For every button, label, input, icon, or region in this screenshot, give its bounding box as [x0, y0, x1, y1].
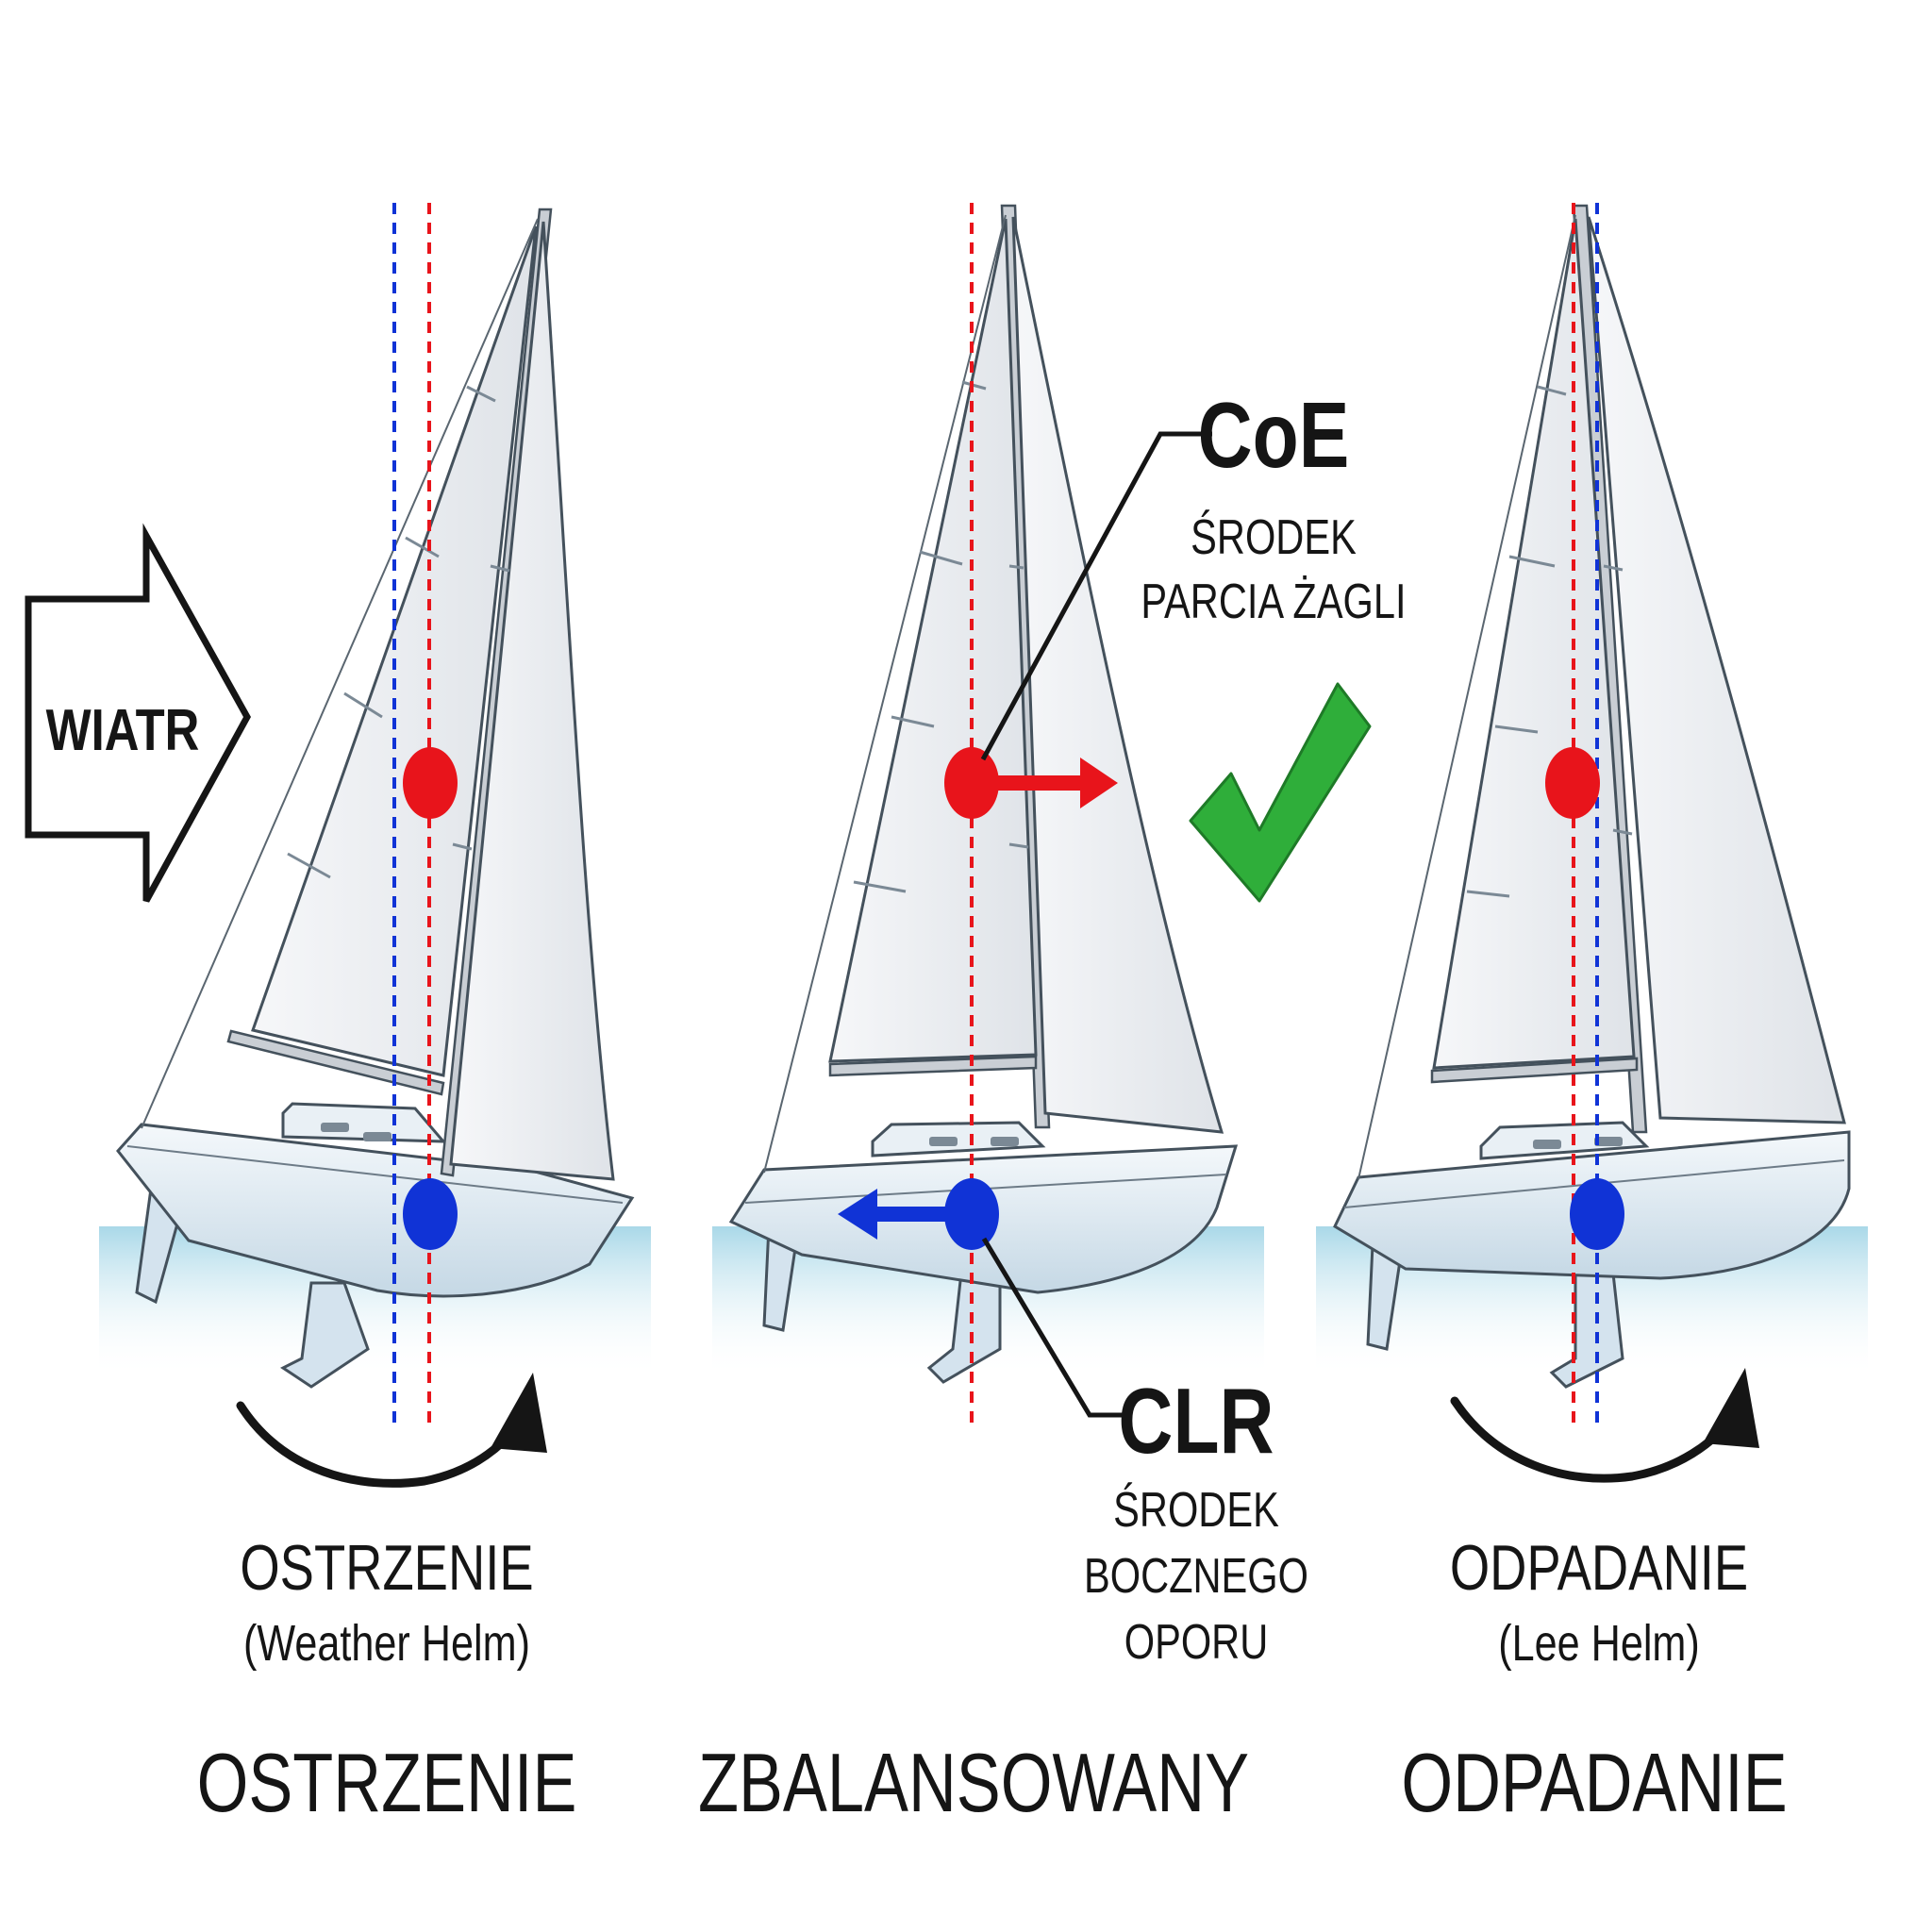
mainsail: [1587, 216, 1846, 1124]
clr-point-2: [944, 1178, 999, 1250]
rotation-arrow-icon: [1450, 1368, 1759, 1483]
jib: [828, 218, 1038, 1063]
coe-force-arrow-icon: [998, 758, 1118, 808]
clr-desc-line3: OPORU: [1124, 1614, 1269, 1670]
coe-desc-line1: ŚRODEK: [1191, 509, 1357, 565]
coe-point-1: [403, 747, 458, 819]
callout-leaders: [980, 431, 1212, 1418]
wind-label: WIATR: [46, 698, 200, 763]
reference-lines: [392, 203, 1599, 1429]
coe-desc-line2: PARCIA ŻAGLI: [1141, 574, 1406, 629]
coe-callout: CoE ŚRODEK PARCIA ŻAGLI: [1141, 383, 1406, 628]
coe-point-2: [944, 747, 999, 819]
panel-1-caption: OSTRZENIE (Weather Helm): [240, 1532, 533, 1672]
cabin: [871, 1121, 1046, 1158]
mainsail: [449, 221, 615, 1181]
wind-arrow-icon: [25, 523, 251, 903]
panel-3-caption: ODPADANIE (Lee Helm): [1450, 1532, 1748, 1672]
clr-point-3: [1570, 1178, 1624, 1250]
boom: [1430, 1057, 1639, 1084]
coe-leader: [980, 431, 1212, 761]
footer-label-balanced: ZBALANSOWANY: [698, 1736, 1249, 1828]
clr-desc-line1: ŚRODEK: [1113, 1482, 1279, 1538]
panel-title: ODPADANIE: [1450, 1532, 1748, 1604]
clr-callout: CLR ŚRODEK BOCZNEGO OPORU: [1084, 1369, 1308, 1669]
coe-point-3: [1545, 747, 1600, 819]
rotation-arrow-icon: [236, 1373, 547, 1488]
footer-label-lee-helm: ODPADANIE: [1401, 1736, 1787, 1828]
force-points: [403, 747, 1624, 1250]
sailboat-balanced: [728, 204, 1239, 1384]
footer-label-weather-helm: OSTRZENIE: [197, 1736, 577, 1828]
clr-point-1: [403, 1178, 458, 1250]
boom: [226, 1029, 445, 1096]
panel-subtitle: (Weather Helm): [243, 1616, 530, 1673]
clr-label: CLR: [1118, 1369, 1274, 1472]
sailboat-weather-helm: [116, 208, 635, 1389]
coe-label: CoE: [1198, 383, 1350, 486]
panel-subtitle: (Lee Helm): [1498, 1616, 1700, 1673]
mainsail: [1011, 216, 1224, 1134]
jib: [1432, 218, 1636, 1070]
checkmark-icon: [1189, 682, 1372, 903]
clr-desc-line2: BOCZNEGO: [1084, 1548, 1308, 1604]
cabin: [1479, 1121, 1650, 1160]
clr-force-arrow-icon: [838, 1189, 945, 1240]
footer-labels: OSTRZENIE ZBALANSOWANY ODPADANIE: [197, 1736, 1788, 1828]
force-arrows: [838, 758, 1118, 1240]
panel-title: OSTRZENIE: [240, 1532, 533, 1604]
clr-leader: [981, 1237, 1132, 1418]
boom: [828, 1055, 1038, 1077]
